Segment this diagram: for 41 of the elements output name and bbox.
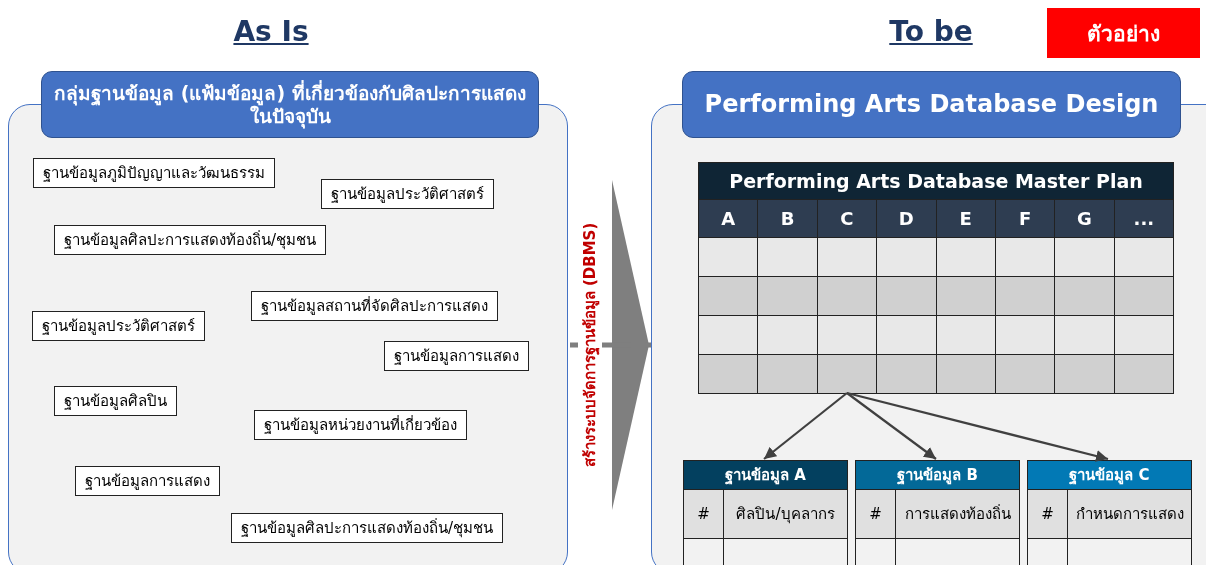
database-table xyxy=(1027,460,1191,565)
column-header: G xyxy=(1054,199,1115,238)
table-title: ฐานข้อมูล A xyxy=(683,460,848,490)
column-header: E xyxy=(936,199,996,238)
database-box: ฐานข้อมูลสถานที่จัดศิลปะการแสดง xyxy=(251,291,498,321)
arrow xyxy=(846,392,937,460)
arrow xyxy=(846,391,1109,462)
section-title: To be xyxy=(889,15,973,48)
column-header: F xyxy=(995,199,1055,238)
column-header: B xyxy=(757,199,818,238)
column-header: กำหนดการแสดง xyxy=(1067,489,1192,539)
panel-heading: กลุ่มฐานข้อมูล (แฟ้มข้อมูล) ที่เกี่ยวข้องกับศิลปะการแสดงในปัจจุบัน xyxy=(41,71,539,138)
section-title: As Is xyxy=(233,15,309,48)
column-header: การแสดงท้องถิ่น xyxy=(895,489,1020,539)
table-title: ฐานข้อมูล C xyxy=(1027,460,1192,490)
table-title: ฐานข้อมูล B xyxy=(855,460,1020,490)
database-box: ฐานข้อมูลศิลปะการแสดงท้องถิ่น/ชุมชน xyxy=(231,513,504,543)
database-table xyxy=(855,460,1019,565)
panel-heading: Performing Arts Database Design xyxy=(682,71,1181,138)
database-box: ฐานข้อมูลประวัติศาสตร์ xyxy=(321,179,494,209)
database-box: ฐานข้อมูลหน่วยงานที่เกี่ยวข้อง xyxy=(254,410,467,440)
column-header: D xyxy=(876,199,936,238)
database-box: ฐานข้อมูลการแสดง xyxy=(384,341,529,371)
database-table xyxy=(683,460,847,565)
sample-tag: ตัวอย่าง xyxy=(1047,8,1200,58)
database-box: ฐานข้อมูลประวัติศาสตร์ xyxy=(32,311,205,341)
column-header: # xyxy=(1027,489,1068,539)
column-header: # xyxy=(683,489,724,539)
table-title: Performing Arts Database Master Plan xyxy=(698,162,1174,200)
arrow xyxy=(763,392,848,460)
master-plan-table xyxy=(698,162,1174,394)
database-box: ฐานข้อมูลการแสดง xyxy=(75,466,220,496)
database-box: ฐานข้อมูลศิลปะการแสดงท้องถิ่น/ชุมชน xyxy=(54,225,327,255)
column-header: C xyxy=(817,199,877,238)
column-header: ศิลปิน/บุคลากร xyxy=(723,489,848,539)
database-box: ฐานข้อมูลภูมิปัญญาและวัฒนธรรม xyxy=(33,158,275,188)
database-box: ฐานข้อมูลศิลปิน xyxy=(54,386,177,416)
column-header: # xyxy=(855,489,896,539)
column-header: A xyxy=(698,199,758,238)
column-header: ... xyxy=(1114,199,1174,238)
edge-label: สร้างระบบจัดการฐานข้อมูล (DBMS) xyxy=(578,222,602,468)
